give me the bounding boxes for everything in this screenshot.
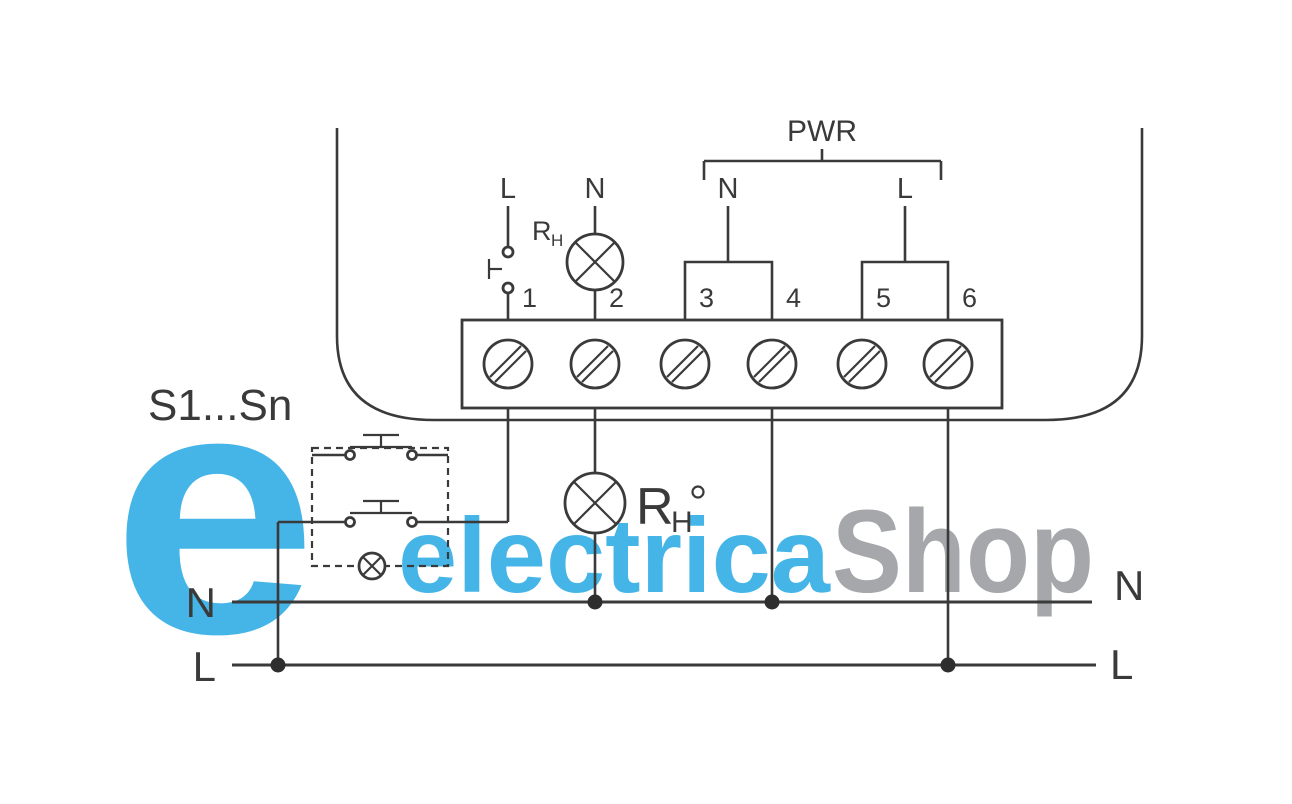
screw-slot: [934, 350, 967, 383]
terminal-3: [659, 338, 711, 390]
contact-point-bottom: [501, 281, 515, 295]
terminal-screw-6: [922, 338, 974, 390]
screw-slot: [494, 350, 527, 383]
top-l-label: L: [500, 173, 516, 205]
junction-terminal4-n: [764, 594, 780, 610]
terminal-number-5: 5: [876, 283, 891, 313]
power-l-label: L: [897, 173, 913, 205]
bus-n-right-label: N: [1114, 562, 1144, 609]
terminal-number-6: 6: [962, 283, 977, 313]
terminal-screw-2: [569, 338, 621, 390]
terminal-screw-5: [836, 338, 888, 390]
screw-slot: [843, 345, 876, 378]
lamp-load-x2: [573, 481, 617, 525]
top-wiring: [487, 206, 950, 320]
push2-contact-right: [406, 516, 418, 528]
rh-top-sub: H: [551, 231, 563, 250]
terminal-number-2: 2: [609, 283, 624, 313]
screw-slot: [581, 350, 614, 383]
bottom-wiring: [276, 408, 950, 665]
terminal-number-3: 3: [699, 283, 714, 313]
screw-slot: [929, 345, 962, 378]
terminal-4: [746, 338, 798, 390]
pwr-label: PWR: [787, 115, 857, 148]
terminal-number-4: 4: [786, 283, 801, 313]
bridge-5-6: [860, 260, 950, 320]
bus-n-left-label: N: [186, 579, 216, 626]
terminal-screw-1: [482, 338, 534, 390]
push1-contact-left: [344, 449, 356, 461]
watermark-logo-e: e: [112, 316, 317, 707]
switch-group-label: S1...Sn: [148, 381, 292, 430]
terminal-2: [569, 338, 621, 390]
push2-contact-left: [344, 516, 356, 528]
screw-slot: [848, 350, 881, 383]
screw-slot: [666, 345, 699, 378]
terminal-5: [836, 338, 888, 390]
rh-main-sub: H: [671, 506, 693, 539]
terminal-screw-3: [659, 338, 711, 390]
screw-slot: [671, 350, 704, 383]
lamp-top-x2: [574, 241, 616, 283]
screw-slot: [489, 345, 522, 378]
bus-l-left-label: L: [193, 643, 216, 690]
power-n-label: N: [718, 173, 739, 205]
terminal-block-body: [460, 318, 1004, 410]
rh-main-label: R: [636, 478, 674, 536]
switch-group-dashed-box: [310, 446, 450, 568]
screw-slot: [753, 345, 786, 378]
screw-slot: [758, 350, 791, 383]
terminal-screw-4: [746, 338, 798, 390]
device-outline: [335, 128, 1144, 422]
labels: PWR L N N L R H 1 2 3 4 5 6 S1...Sn R H …: [148, 115, 1144, 690]
junction-switch-l: [270, 657, 286, 673]
bus-l-right-label: L: [1110, 641, 1133, 688]
bus-lines: [232, 594, 1096, 673]
terminal-number-1: 1: [522, 283, 537, 313]
terminal-block: [460, 318, 1004, 410]
terminal-1: [482, 338, 534, 390]
rh-main-degree-mark: [691, 485, 705, 499]
junction-terminal6-l: [940, 657, 956, 673]
top-n-label: N: [585, 173, 606, 205]
junction-lamp-n: [587, 594, 603, 610]
terminal-6: [922, 338, 974, 390]
watermark-text-shop: Shop: [832, 486, 1094, 618]
push1-contact-right: [406, 449, 418, 461]
switch-indicator-x2: [362, 556, 382, 576]
screw-slot: [576, 345, 609, 378]
switch-group: [310, 433, 450, 581]
contact-point-top: [501, 245, 515, 259]
pwr-bracket: [702, 149, 943, 180]
rh-top-label: R: [532, 216, 552, 246]
watermark: e electrica Shop: [112, 316, 1094, 707]
